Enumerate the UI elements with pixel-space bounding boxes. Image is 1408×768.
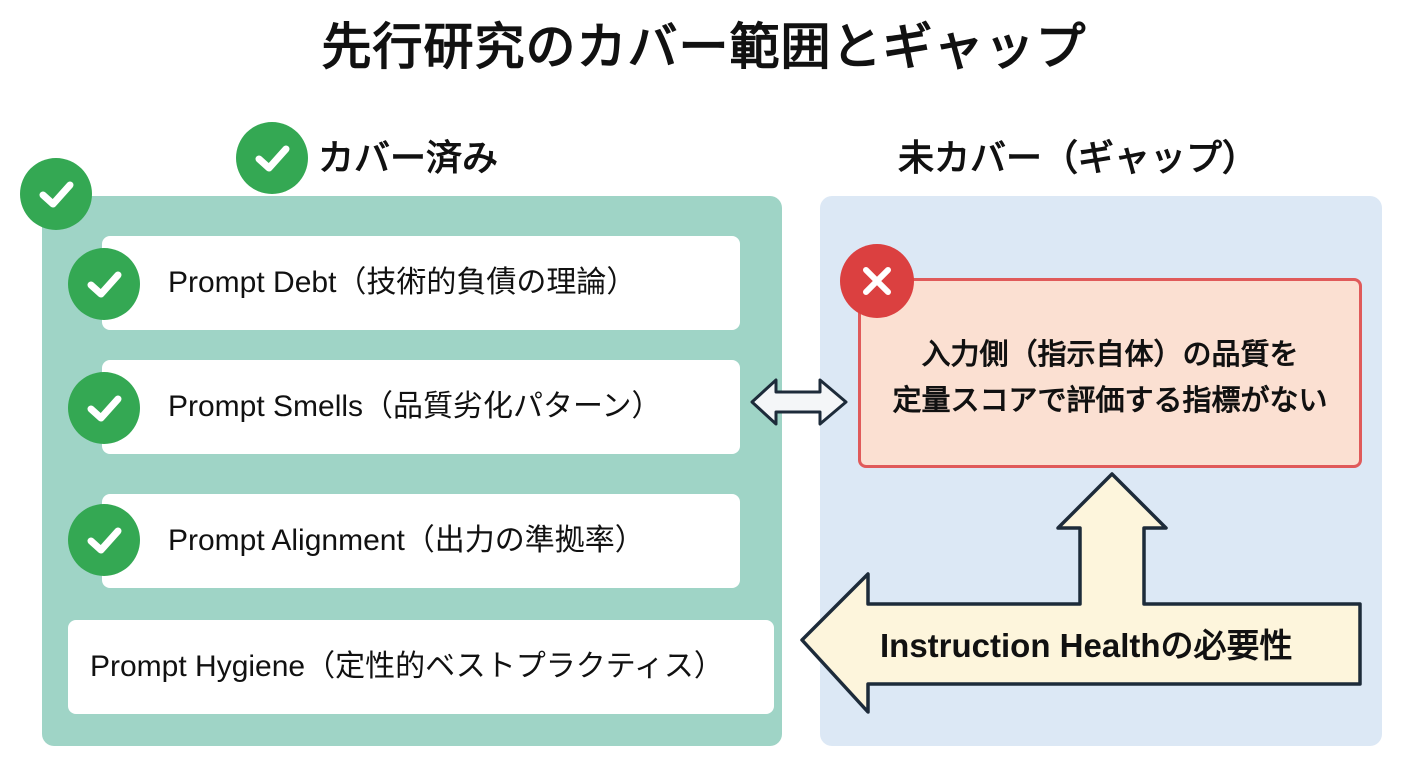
item-label: Prompt Smells（品質劣化パターン） bbox=[168, 390, 662, 423]
cross-icon bbox=[840, 244, 914, 318]
covered-item-prompt-debt: Prompt Debt（技術的負債の理論） bbox=[102, 236, 740, 330]
double-arrow-icon bbox=[750, 378, 848, 426]
gap-text: 入力側（指示自体）の品質を 定量スコアで評価する指標がない bbox=[892, 331, 1327, 423]
conclusion-label: Instruction Healthの必要性 bbox=[880, 627, 1293, 664]
check-icon bbox=[68, 248, 140, 320]
check-icon bbox=[68, 372, 140, 444]
panel-check-icon bbox=[20, 158, 92, 230]
item-label: Prompt Alignment（出力の準拠率） bbox=[168, 524, 645, 557]
gap-box: 入力側（指示自体）の品質を 定量スコアで評価する指標がない bbox=[858, 278, 1362, 468]
item-label: Prompt Debt（技術的負債の理論） bbox=[168, 266, 637, 299]
arrow-icon bbox=[800, 472, 1362, 714]
covered-item-prompt-alignment: Prompt Alignment（出力の準拠率） bbox=[102, 494, 740, 588]
gap-heading: 未カバー（ギャップ） bbox=[898, 138, 1259, 179]
covered-heading: カバー済み bbox=[318, 138, 499, 179]
check-icon bbox=[68, 504, 140, 576]
gap-text-line2: 定量スコアで評価する指標がない bbox=[892, 383, 1328, 417]
covered-item-prompt-hygiene: Prompt Hygiene（定性的ベストプラクティス） bbox=[68, 620, 774, 714]
page-title: 先行研究のカバー範囲とギャップ bbox=[321, 18, 1087, 76]
covered-item-prompt-smells: Prompt Smells（品質劣化パターン） bbox=[102, 360, 740, 454]
heading-check-icon bbox=[236, 122, 308, 194]
gap-text-line1: 入力側（指示自体）の品質を bbox=[921, 337, 1299, 371]
item-label: Prompt Hygiene（定性的ベストプラクティス） bbox=[90, 650, 724, 683]
